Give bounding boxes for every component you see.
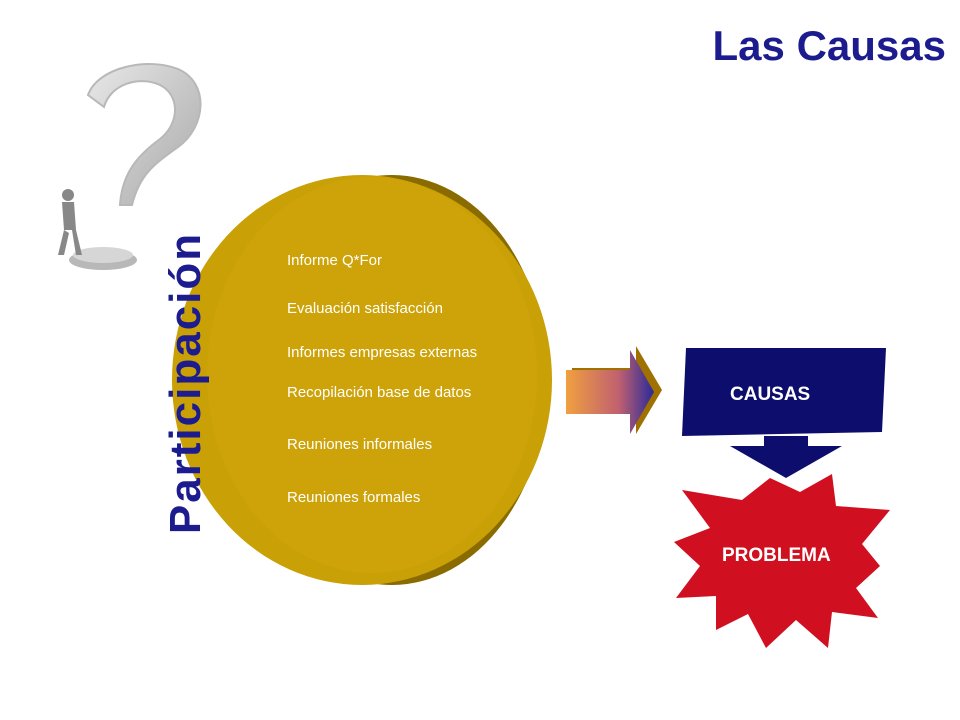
- list-item: Reuniones informales: [287, 436, 433, 453]
- thinking-man-figure: [58, 189, 82, 255]
- question-mark-graphic: [58, 63, 202, 270]
- slide-title: Las Causas: [712, 22, 946, 69]
- list-item: Reuniones formales: [287, 489, 421, 506]
- list-item: Informes empresas externas: [287, 344, 478, 361]
- right-arrow: [566, 346, 662, 434]
- list-item: Informe Q*For: [287, 252, 383, 269]
- causas-label: CAUSAS: [730, 384, 811, 405]
- list-item: Evaluación satisfacción: [287, 300, 443, 317]
- participation-label: Participación: [161, 231, 210, 535]
- list-item: Recopilación base de datos: [287, 384, 472, 401]
- problema-label: PROBLEMA: [722, 545, 831, 566]
- down-arrow: [730, 436, 842, 478]
